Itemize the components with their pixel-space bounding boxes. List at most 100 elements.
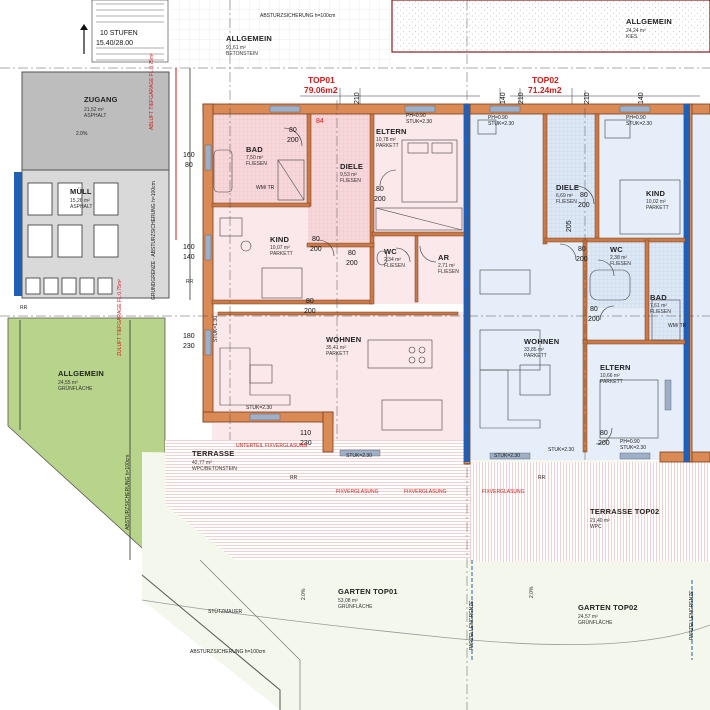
ph-top02-c: PH=0.90 [620, 439, 640, 445]
room-diele1-surface: FLIESEN [340, 178, 361, 184]
dim-80-kind-door: 80 [312, 236, 320, 243]
room-kind1-area: 10,07 m² [270, 245, 290, 251]
dim-200-eltern2: 200 [598, 440, 610, 447]
ph-top02-a: PH=0.90 [488, 115, 508, 121]
label-rr-2: RR [186, 279, 194, 285]
zone-terrasse2-area: 21,40 m² [590, 518, 610, 524]
dim-80: 80 [289, 127, 297, 134]
zone-garten2-surface: GRÜNFLÄCHE [578, 620, 613, 626]
label-fix-2: FIXVERGLASUNG [404, 489, 447, 495]
room-wc1-area: 2,34 m² [384, 257, 401, 263]
room-wohnen2-name: WOHNEN [524, 337, 560, 346]
room-bad1-name: BAD [246, 145, 263, 154]
room-bad1-area: 7,50 m² [246, 155, 263, 161]
dim-80-top02: 80 [578, 246, 586, 253]
room-eltern1-name: ELTERN [376, 127, 407, 136]
room-kind1-name: KIND [270, 235, 290, 244]
stuk-terrasse2-a: STUK=2.30 [494, 453, 520, 459]
room-kind1-surface: PARKETT [270, 251, 293, 257]
dim-80-bad2: 80 [590, 306, 598, 313]
zone-allgemein-top-name: ALLGEMEIN [226, 34, 272, 43]
room-ar1-surface: FLIESEN [438, 269, 459, 275]
dim-230: 230 [183, 343, 195, 350]
ph-eltern1: PH=0.90 [406, 113, 426, 119]
zone-terrasse1-area: 42,77 m² [192, 460, 212, 466]
room-wohnen1-area: 35,41 m² [326, 345, 346, 351]
zone-allgemein-left-name: ALLGEMEIN [58, 369, 104, 378]
room-bad2-name: BAD [650, 293, 667, 302]
stuk-top02-c: STUK=2.30 [620, 445, 646, 451]
label-wmtr-1: WM/ TR [256, 185, 275, 191]
dim-110: 110 [300, 430, 312, 437]
label-zuluft: ZULUFT TIEFGARAGE FL:0,75m² [117, 279, 123, 356]
dim-200: 200 [287, 137, 299, 144]
dim-80-bottom: 80 [306, 298, 314, 305]
room-ar1-name: AR [438, 253, 450, 262]
zone-allgemein-top-surface: BETONSTEIN [226, 51, 258, 57]
room-kind2-name: KIND [646, 189, 666, 198]
dim-140-kind: 140 [183, 254, 195, 261]
dim-160: 160 [183, 152, 195, 159]
dim-200-top02: 200 [576, 256, 588, 263]
zone-allgemein-right-name: ALLGEMEIN [626, 17, 672, 26]
label-rr-1: RR [290, 475, 298, 481]
zone-allgemein-left-surface: GRÜNFLÄCHE [58, 386, 93, 392]
dim-140-a: 140 [500, 92, 507, 104]
dim-200-bottom: 200 [304, 308, 316, 315]
zone-garten1-area: 53,08 m² [338, 598, 358, 604]
slope-garten1: 2.0% [301, 588, 307, 600]
zone-terrasse1-surface: WPC/BETONSTEIN [192, 466, 237, 472]
zone-muell-surface: ASPHALT [70, 204, 93, 210]
zone-allgemein-top-area: 91,61 m² [226, 45, 246, 51]
ph-top02-b: PH=0.90 [626, 115, 646, 121]
room-bad2-area: 7,61 m² [650, 303, 667, 309]
unit-top02-name: TOP02 [532, 75, 559, 85]
room-diele2-surface: FLIESEN [556, 199, 577, 205]
room-bad1-surface: FLIESEN [246, 161, 267, 167]
dim-210-c: 210 [584, 92, 591, 104]
dim-210-a: 210 [354, 92, 361, 104]
stuk-wohnen1: STUK=2.30 [246, 405, 272, 411]
room-kind2-area: 10,02 m² [646, 199, 666, 205]
stuk-top02-a: STUK=2.30 [488, 121, 514, 127]
dim-84: 84 [316, 118, 324, 125]
slope-zugang: 2.0% [76, 131, 88, 137]
room-diele1-name: DIELE [340, 162, 364, 171]
room-kind2-surface: PARKETT [646, 205, 669, 211]
zone-terrasse1-name: TERRASSE [192, 449, 235, 458]
zone-zugang-area: 21,52 m² [84, 107, 104, 113]
room-bad2-surface: FLIESEN [650, 309, 671, 315]
dim-230-bottom: 230 [300, 440, 312, 447]
label-wmtr-2: WM/ TR [668, 323, 687, 329]
zone-garten2-name: GARTEN TOP02 [578, 603, 638, 612]
dim-80-eltern: 80 [376, 186, 384, 193]
dim-80-eltern2: 80 [600, 430, 608, 437]
room-wc1-surface: FLIESEN [384, 263, 405, 269]
label-abs-side: ABSTURZSICHERUNG h=100cm [125, 454, 131, 530]
zone-garten2-area: 24,57 m² [578, 614, 598, 620]
label-fix-3: FIXVERGLASUNG [482, 489, 525, 495]
room-wc2-name: WC [610, 245, 623, 254]
zone-muell-area: 15,26 m² [70, 198, 90, 204]
label-stuetzmauer: STÜTZMAUER [208, 609, 243, 615]
room-diele1-area: 9,53 m² [340, 172, 357, 178]
room-eltern2-area: 10,66 m² [600, 373, 620, 379]
room-diele2-area: 6,69 m² [556, 193, 573, 199]
railing-top-label: ABSTURZSICHERUNG h=100cm [260, 13, 336, 19]
unit-top01-area: 79.06m2 [304, 85, 338, 95]
zone-allgemein-right-surface: KIES [626, 34, 638, 40]
stuk-130: STUK=1.30 [213, 316, 219, 342]
room-eltern1-area: 10,78 m² [376, 137, 396, 143]
room-wc2-area: 2,38 m² [610, 255, 627, 261]
room-wohnen2-area: 33,85 m² [524, 347, 544, 353]
dim-80-left: 80 [185, 162, 193, 169]
room-wc1-name: WC [384, 247, 397, 256]
zone-garten1-name: GARTEN TOP01 [338, 587, 398, 596]
unit-top01-name: TOP01 [308, 75, 335, 85]
zone-terrasse2-name: TERRASSE TOP02 [590, 507, 660, 516]
room-wohnen1-surface: PARKETT [326, 351, 349, 357]
zone-terrasse2-surface: WPC [590, 524, 602, 530]
stuk-terrasse2-b: STUK=2.30 [548, 447, 574, 453]
